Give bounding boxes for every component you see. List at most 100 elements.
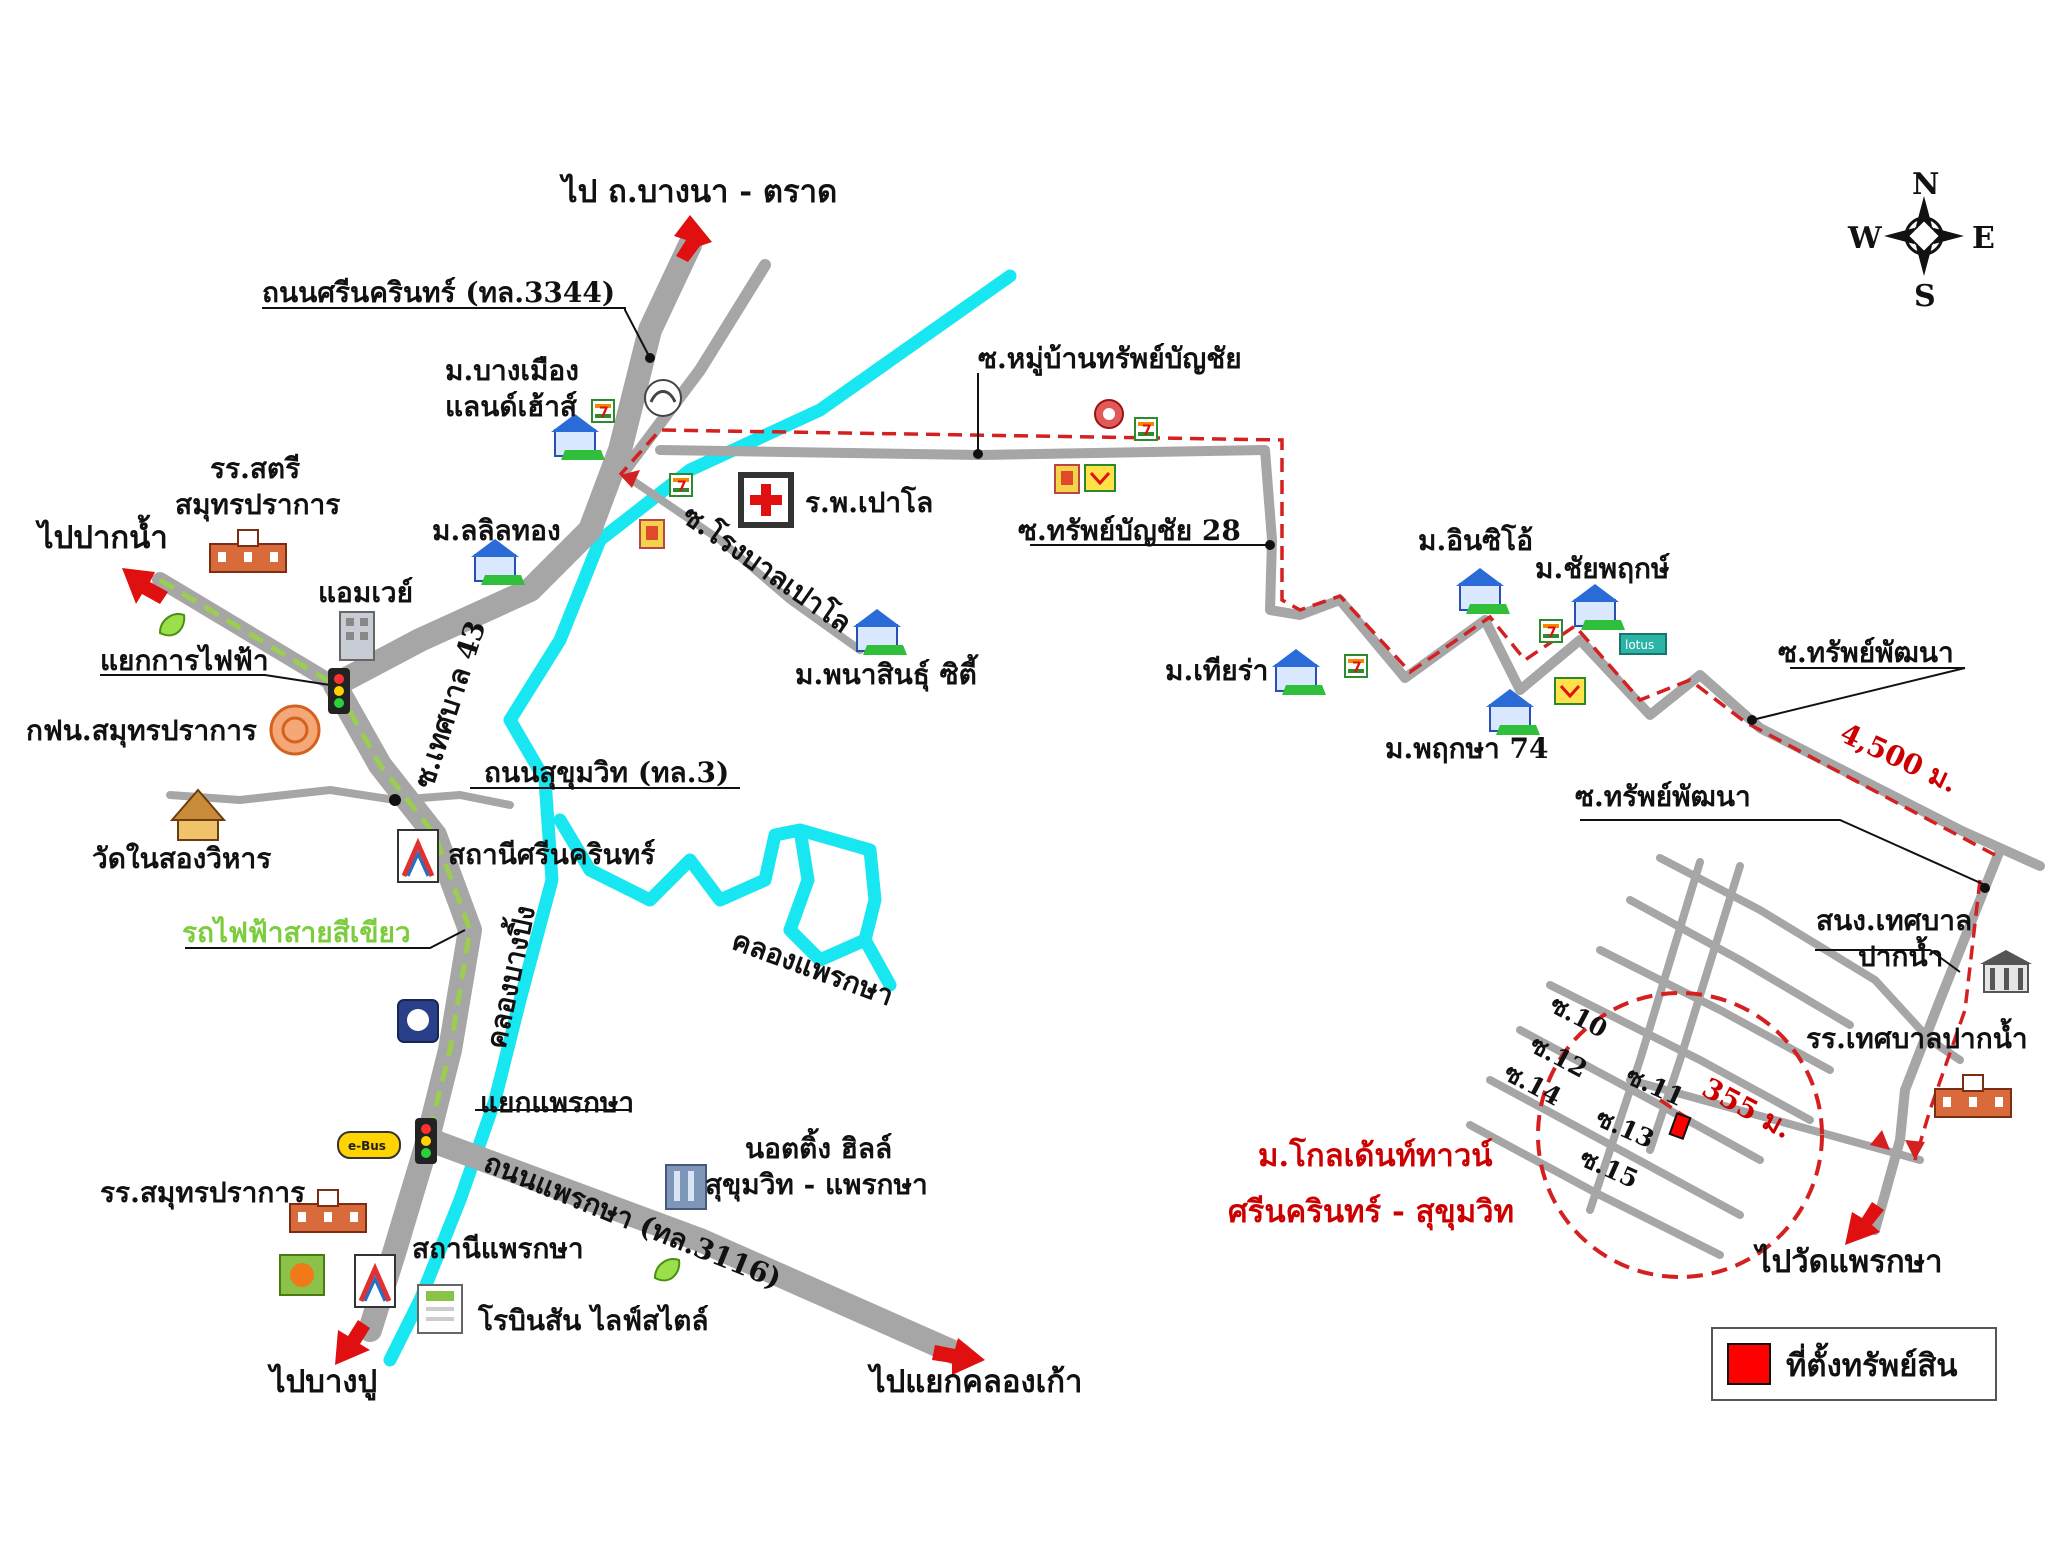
svg-text:7: 7 [1547, 625, 1557, 641]
bts-green-line [158, 577, 473, 1151]
svg-text:e-Bus: e-Bus [348, 1139, 386, 1153]
label-wat-nai-song: วัดในสองวิหาร [92, 842, 271, 875]
school-icon [209, 529, 287, 573]
label-dir-wat-phraeksa: ไปวัดแพรกษา [1753, 1243, 1942, 1280]
label-project-2: ศรีนครินทร์ - สุขุมวิท [1228, 1194, 1514, 1231]
road-wat-nai-song [166, 786, 514, 809]
house-icon [471, 539, 525, 585]
government-icon [1980, 950, 2032, 993]
road-to-wat-phraeksa [1870, 845, 2005, 1235]
svg-text:7: 7 [1352, 660, 1362, 676]
label-road-srinakarin: ถนนศรีนครินทร์ (ทล.3344) [262, 276, 615, 309]
svg-text:7: 7 [599, 405, 609, 421]
leaf-icon [653, 1258, 681, 1282]
lotus-icon: lotus [1619, 633, 1667, 655]
pin-icon [1094, 399, 1124, 429]
temple-icon [169, 788, 227, 841]
mazda-icon [644, 379, 682, 417]
label-soi-sap-banchai-28: ซ.ทรัพย์บัญชัย 28 [1018, 514, 1241, 547]
shop-icon [1084, 464, 1116, 492]
label-soi-sap-phatthana-2: ซ.ทรัพย์พัฒนา [1575, 780, 1751, 813]
school-icon [1934, 1074, 2012, 1118]
direction-arrows [122, 215, 1884, 1375]
radius-circle [1536, 991, 1824, 1279]
robinson-icon [417, 1284, 463, 1334]
label-dir-paknam: ไปปากน้ำ [35, 514, 168, 556]
route-arrow-1 [620, 470, 640, 488]
compass: N S W E [1847, 167, 1995, 314]
label-phraeksa-junction: แยกแพรกษา [480, 1086, 634, 1119]
shop-icon [279, 1254, 325, 1296]
legend: ที่ตั้งทรัพย์สิน [1711, 1327, 1997, 1401]
label-paolo-hospital: ร.พ.เปาโล [805, 485, 933, 519]
house-icon [1571, 584, 1625, 630]
arrow-watphraeksa-icon [1845, 1202, 1884, 1245]
bts-line-dash [158, 577, 473, 1151]
label-project-1: ม.โกลเด้นท์ทาวน์ [1258, 1137, 1493, 1174]
seven-eleven-icon: 7 [1134, 417, 1158, 441]
property-marker-icon [1668, 1111, 1692, 1141]
house-icon [551, 414, 605, 460]
route-arrow-2 [1905, 1140, 1925, 1160]
house-icon [1486, 689, 1540, 735]
compass-w: W [1847, 221, 1883, 256]
traffic-light-icon [415, 1118, 437, 1164]
label-chaiyaphruek: ม.ชัยพฤกษ์ [1535, 552, 1670, 585]
svg-text:7: 7 [677, 479, 687, 495]
bts-station-icon [397, 829, 439, 883]
label-satri-1: รร.สตรี [210, 452, 300, 485]
building-icon [665, 1164, 707, 1210]
traffic-light-icon [328, 668, 350, 714]
bts-station-icon [354, 1254, 396, 1308]
road-soi-paolo [628, 476, 864, 654]
seven-eleven-icon: 7 [669, 473, 693, 497]
compass-e: E [1972, 221, 1995, 256]
label-municipal-school: รร.เทศบาลปากน้ำ [1806, 1017, 2028, 1055]
label-notting-hill-1: นอตติ้ง ฮิลล์ [745, 1127, 892, 1165]
legend-swatch [1727, 1343, 1771, 1385]
shop-icon [639, 519, 665, 549]
label-road-sukhumvit: ถนนสุขุมวิท (ทล.3) [484, 756, 729, 790]
label-dir-klongkao: ไปแยกคลองเก้า [867, 1363, 1082, 1400]
label-intizio: ม.อินซิโอ้ [1418, 523, 1533, 557]
label-bangmueang-1: ม.บางเมือง [445, 354, 579, 387]
school-icon [289, 1189, 367, 1233]
route-path [618, 428, 1996, 1161]
shop-icon [1054, 464, 1080, 494]
arrow-paknam-icon [122, 568, 168, 604]
label-srinakarin-station: สถานีศรีนครินทร์ [448, 838, 655, 871]
label-pruksa74: ม.พฤกษา 74 [1385, 732, 1548, 765]
seven-eleven-icon: 7 [1539, 619, 1563, 643]
svg-text:lotus: lotus [1625, 638, 1654, 652]
label-soi-sap-banchai-village: ซ.หมู่บ้านทรัพย์บัญชัย [978, 342, 1242, 376]
seven-eleven-icon: 7 [591, 399, 615, 423]
label-tiara: ม.เทียร่า [1165, 654, 1268, 687]
svg-text:7: 7 [1142, 423, 1152, 439]
leaf-icon [158, 613, 186, 637]
shop-icon [1554, 677, 1586, 705]
label-satri-2: สมุทรปราการ [175, 488, 340, 522]
label-municipal-office-1: สนง.เทศบาล [1816, 904, 1972, 937]
seven-eleven-icon: 7 [1344, 654, 1368, 678]
label-pea: กฟน.สมุทรปราการ [26, 714, 257, 748]
road-sap-banchai [655, 445, 2045, 871]
hospital-icon [738, 472, 794, 528]
label-dir-bangpu: ไปบางปู [267, 1363, 377, 1401]
label-lalin-thong: ม.ลลิลทอง [432, 514, 561, 547]
label-bts-line: รถไฟฟ้าสายสีเขียว [182, 916, 411, 949]
canal-bang-ping [383, 269, 1017, 1367]
canals [383, 269, 1017, 1367]
label-phraeksa-station: สถานีแพรกษา [412, 1232, 584, 1265]
label-distance-main: 4,500 ม. [1835, 716, 1963, 799]
label-egat-junction: แยกการไฟฟ้า [100, 644, 269, 677]
label-samutprakan-school: รร.สมุทรปราการ [100, 1176, 305, 1210]
poi-icons: 7 7 7 7 7 lotus [158, 379, 2032, 1334]
label-bangmueang-2: แลนด์เฮ้าส์ [445, 390, 578, 423]
canal-phraeksa [553, 813, 897, 992]
label-soi-sap-phatthana-1: ซ.ทรัพย์พัฒนา [1778, 636, 1954, 669]
house-icon [1456, 568, 1510, 614]
house-icon [853, 609, 907, 655]
legend-label: ที่ตั้งทรัพย์สิน [1786, 1342, 1958, 1384]
house-icon [1272, 649, 1326, 695]
label-notting-hill-2: สุขุมวิท - แพรกษา [705, 1168, 928, 1202]
